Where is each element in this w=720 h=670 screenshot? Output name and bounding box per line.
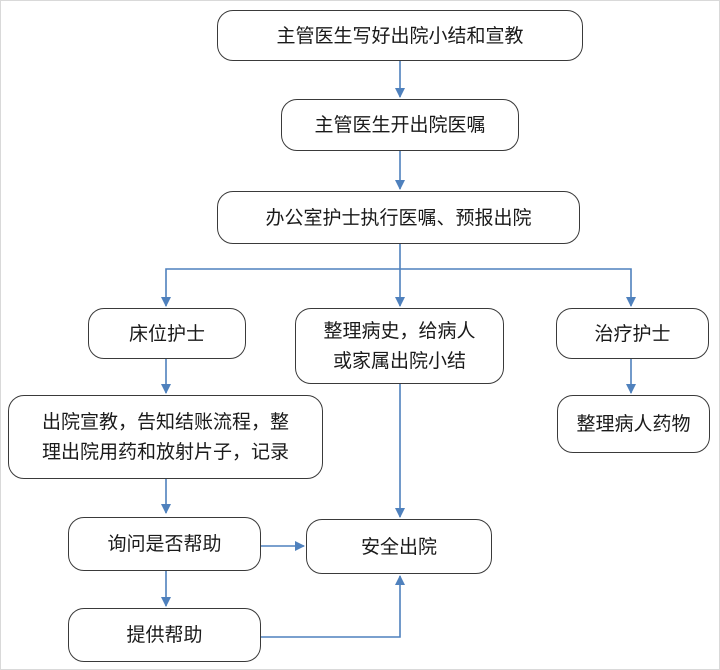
node-treatment-nurse: 治疗护士 [556, 308, 709, 359]
node-office-nurse-execute-label: 办公室护士执行医嘱、预报出院 [265, 206, 532, 229]
node-safe-discharge-label: 安全出院 [360, 535, 437, 558]
node-treatment-nurse-label: 治疗护士 [594, 322, 671, 345]
node-office-nurse-execute: 办公室护士执行医嘱、预报出院 [217, 191, 580, 244]
node-discharge-education-label: 出院宣教，告知结账流程，整 理出院用药和放射片子，记录 [41, 411, 289, 463]
node-provide-help: 提供帮助 [68, 608, 261, 662]
node-safe-discharge: 安全出院 [306, 519, 492, 574]
node-ask-help-label: 询问是否帮助 [107, 533, 222, 555]
arrow-n3-n4 [161, 268, 400, 307]
node-organize-medication: 整理病人药物 [557, 395, 710, 453]
node-organize-history-label: 整理病史，给病人 或家属出院小结 [323, 320, 476, 372]
arrow-n3-n6 [400, 268, 636, 307]
node-discharge-education: 出院宣教，告知结账流程，整 理出院用药和放射片子，记录 [8, 395, 323, 479]
node-ask-help: 询问是否帮助 [68, 517, 261, 571]
arrow-n11-n10 [261, 575, 405, 638]
node-bed-nurse-label: 床位护士 [128, 322, 205, 345]
node-doctor-discharge-order: 主管医生开出院医嘱 [281, 99, 519, 151]
node-provide-help-label: 提供帮助 [126, 624, 203, 646]
node-doctor-discharge-summary: 主管医生写好出院小结和宣教 [217, 10, 583, 61]
node-doctor-discharge-order-label: 主管医生开出院医嘱 [314, 114, 486, 136]
node-doctor-discharge-summary-label: 主管医生写好出院小结和宣教 [276, 24, 524, 47]
node-organize-history: 整理病史，给病人 或家属出院小结 [295, 308, 504, 384]
node-organize-medication-label: 整理病人药物 [576, 413, 691, 435]
node-bed-nurse: 床位护士 [88, 308, 246, 359]
